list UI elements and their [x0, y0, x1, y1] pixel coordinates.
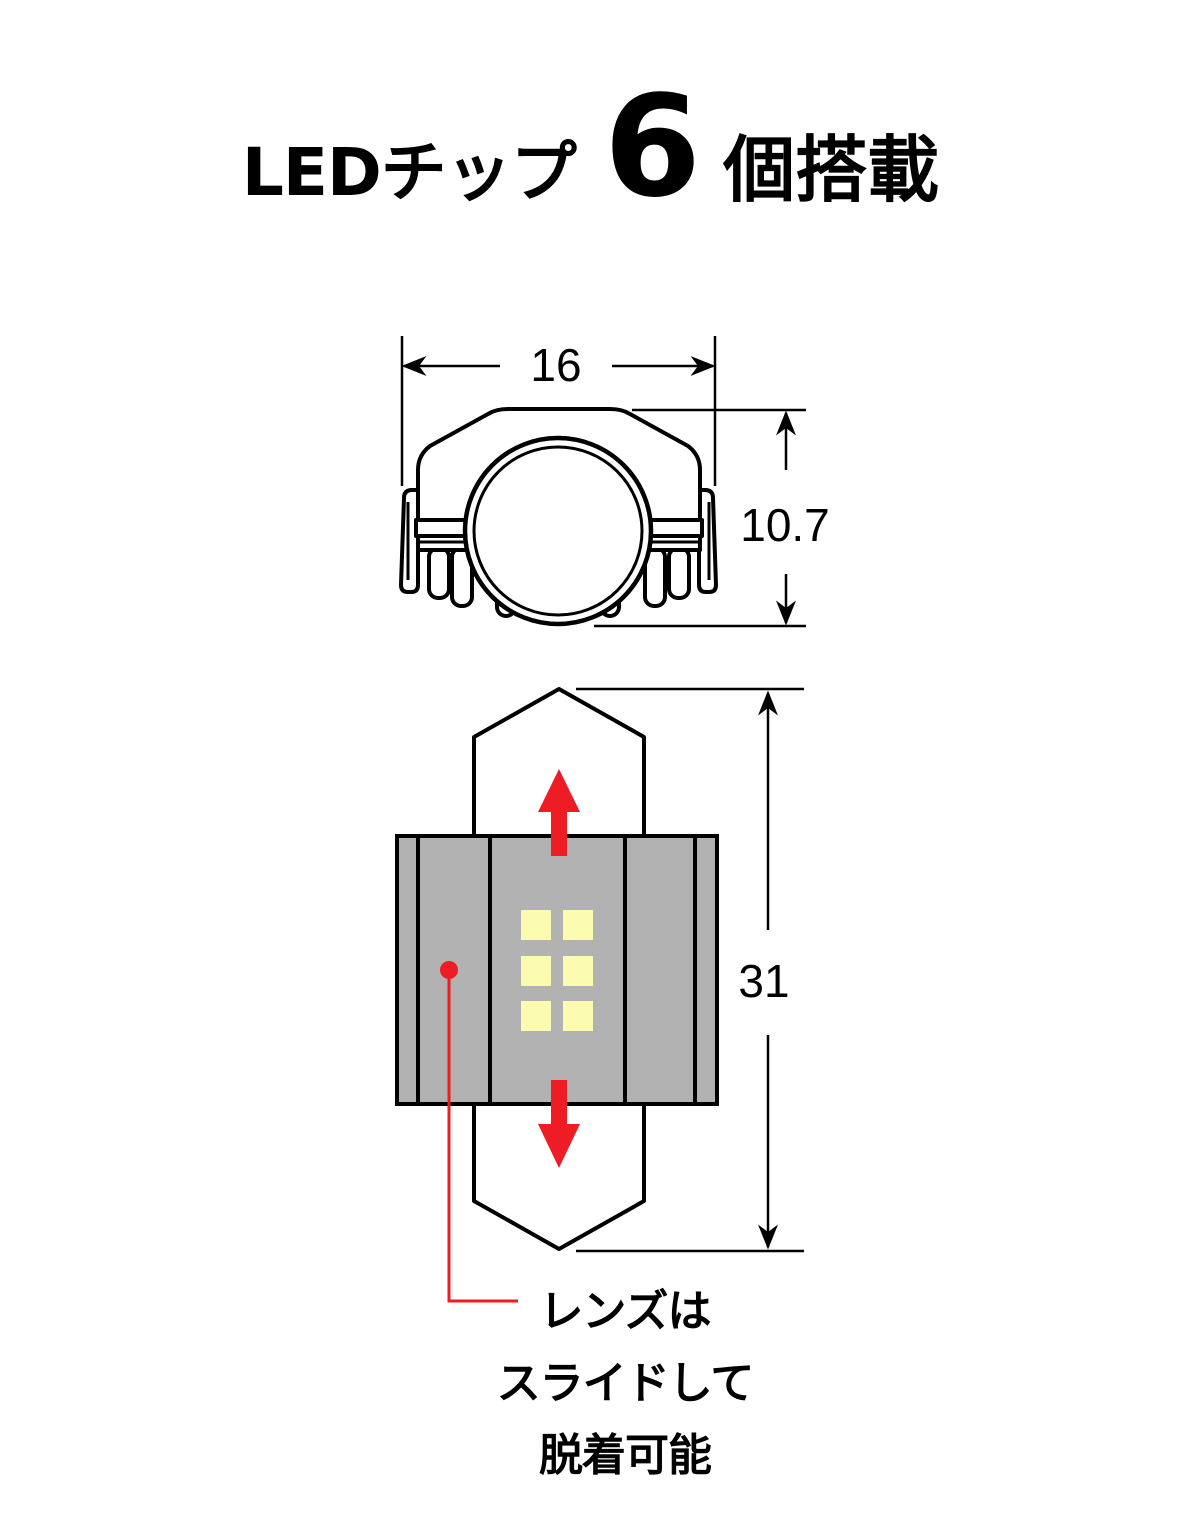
page-title: LEDチップ 6 個搭載 — [0, 78, 1181, 238]
length-dimension: 31 — [576, 687, 804, 1253]
led-chip — [563, 1001, 593, 1031]
top-cap — [472, 687, 646, 836]
bottom-cap — [472, 1104, 646, 1251]
led-chip — [521, 1001, 551, 1031]
title-number: 6 — [603, 66, 702, 229]
slide-arrow-down-icon — [538, 1080, 580, 1168]
length-label: 31 — [738, 955, 789, 1007]
led-chip — [563, 956, 593, 986]
callout-leader — [440, 961, 518, 1303]
callout-line-1: レンズは — [539, 1286, 711, 1337]
callout-line-3: 脱着可能 — [539, 1430, 712, 1481]
height-dimension: 10.7 — [594, 408, 830, 628]
slide-arrow-up-icon — [538, 769, 580, 856]
width-dimension: 16 — [400, 336, 717, 486]
side-view: 31 — [395, 687, 804, 1303]
led-chip — [521, 910, 551, 940]
led-chip — [563, 910, 593, 940]
callout-line-2: スライドして — [496, 1358, 755, 1409]
led-chip — [521, 956, 551, 986]
socket-outline — [399, 407, 718, 627]
title-suffix: 個搭載 — [723, 128, 940, 212]
end-view: 16 10.7 — [399, 336, 830, 628]
led-chips — [521, 910, 593, 1031]
width-label: 16 — [530, 339, 581, 391]
height-label: 10.7 — [740, 499, 830, 551]
title-prefix: LEDチップ — [241, 134, 577, 211]
